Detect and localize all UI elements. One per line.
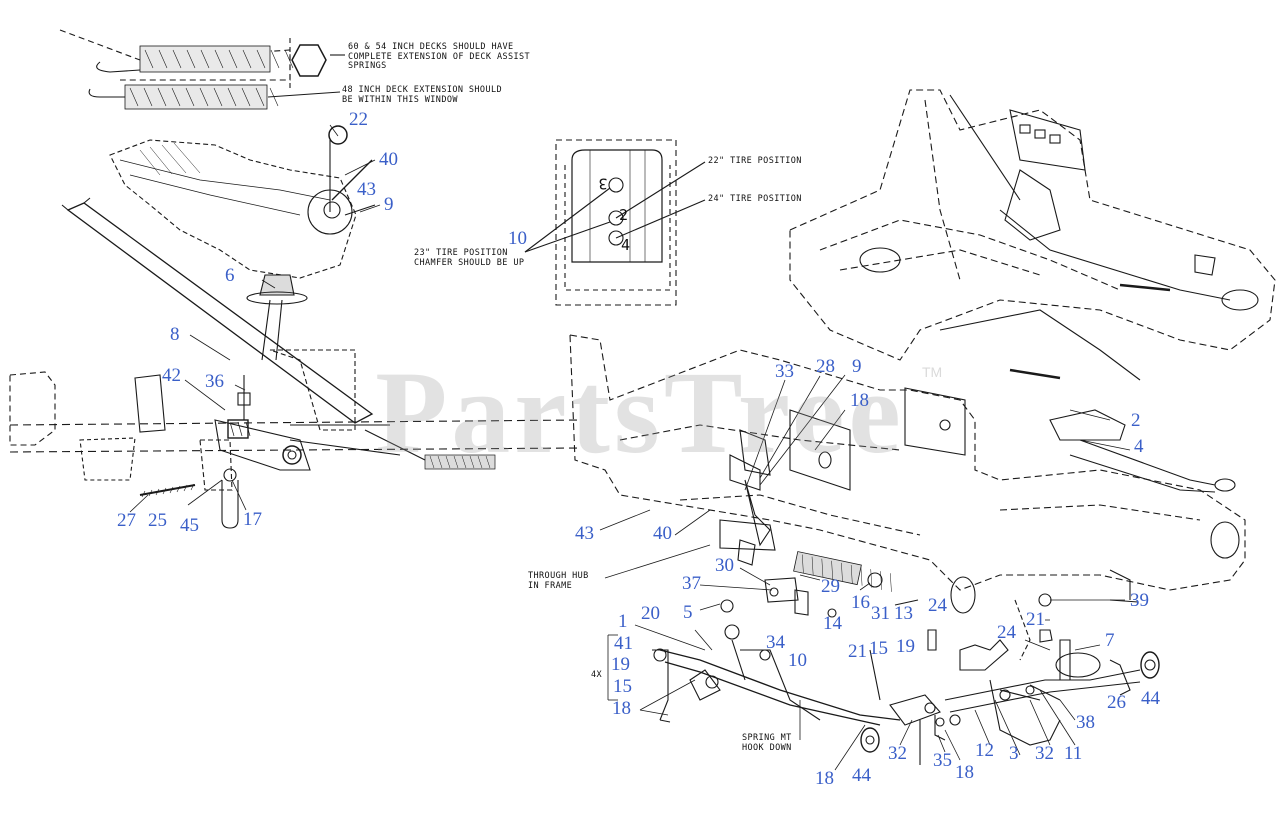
callout-10b: 10 xyxy=(788,650,807,671)
plate-number-3: 3 xyxy=(598,174,608,193)
callout-24a: 24 xyxy=(928,595,947,616)
tractor-frame-upper xyxy=(789,89,1276,361)
callout-29: 29 xyxy=(821,576,840,597)
note-deck-springs: 60 & 54 INCH DECKS SHOULD HAVE COMPLETE … xyxy=(348,42,531,71)
tire-position-plate xyxy=(524,139,706,306)
note-deck-48: 48 INCH DECK EXTENSION SHOULD BE WITHIN … xyxy=(342,85,503,105)
callout-27: 27 xyxy=(117,510,136,531)
callout-22: 22 xyxy=(349,109,368,130)
callout-15a: 15 xyxy=(613,676,632,697)
callout-25: 25 xyxy=(148,510,167,531)
callout-8: 8 xyxy=(170,324,180,345)
plate-number-4: 4 xyxy=(621,236,631,254)
callout-17: 17 xyxy=(243,509,262,530)
callout-21b: 21 xyxy=(848,641,867,662)
callout-43: 43 xyxy=(357,179,376,200)
callout-4: 4 xyxy=(1134,436,1144,457)
callout-3: 3 xyxy=(1009,743,1019,764)
note-tire-24: 24" TIRE POSITION xyxy=(708,194,802,204)
callout-44b: 44 xyxy=(852,765,871,786)
callout-32a: 32 xyxy=(888,743,907,764)
plate-number-2: 2 xyxy=(619,206,629,224)
callout-13: 13 xyxy=(894,603,913,624)
callout-21a: 21 xyxy=(1026,609,1045,630)
tractor-frame-upper-detail xyxy=(859,94,1259,381)
callout-32b: 32 xyxy=(1035,743,1054,764)
callout-2: 2 xyxy=(1131,410,1141,431)
callout-20: 20 xyxy=(641,603,660,624)
callout-12: 12 xyxy=(975,740,994,761)
leader-lines xyxy=(129,124,1131,771)
callout-45: 45 xyxy=(180,515,199,536)
tractor-frame-center xyxy=(569,334,1246,591)
callout-11: 11 xyxy=(1064,743,1083,764)
callout-16: 16 xyxy=(851,592,870,613)
note-spring-hook: SPRING MT HOOK DOWN xyxy=(742,733,792,753)
callout-19a: 19 xyxy=(611,654,630,675)
callout-1: 1 xyxy=(618,611,628,632)
trademark-mark: TM xyxy=(922,364,943,380)
callout-10: 10 xyxy=(508,228,527,249)
callout-40b: 40 xyxy=(653,523,672,544)
callout-7: 7 xyxy=(1105,630,1115,651)
callout-37: 37 xyxy=(682,573,701,594)
callout-35: 35 xyxy=(933,750,952,771)
callout-15b: 15 xyxy=(869,638,888,659)
lift-lever-assembly xyxy=(61,125,376,424)
callout-18c: 18 xyxy=(815,768,834,789)
callout-9: 9 xyxy=(384,194,394,215)
callout-40: 40 xyxy=(379,149,398,170)
callout-26: 26 xyxy=(1107,692,1126,713)
callout-36: 36 xyxy=(205,371,224,392)
left-frame-bracket xyxy=(9,349,581,529)
callout-30: 30 xyxy=(715,555,734,576)
callout-24b: 24 xyxy=(997,622,1016,643)
callout-39: 39 xyxy=(1130,590,1149,611)
lower-linkage xyxy=(652,519,1160,765)
callout-42: 42 xyxy=(162,365,181,386)
note-through-hub: THROUGH HUB IN FRAME xyxy=(528,571,589,591)
callout-34: 34 xyxy=(766,632,785,653)
callout-44a: 44 xyxy=(1141,688,1160,709)
callout-18d: 18 xyxy=(955,762,974,783)
deck-spring-detail xyxy=(59,29,345,110)
callout-18a: 18 xyxy=(850,390,869,411)
note-tire-23: 23" TIRE POSITION CHAMFER SHOULD BE UP xyxy=(414,248,525,268)
callout-33: 33 xyxy=(775,361,794,382)
callout-9b: 9 xyxy=(852,356,862,377)
callout-14: 14 xyxy=(823,613,842,634)
callout-38: 38 xyxy=(1076,712,1095,733)
callout-28: 28 xyxy=(816,356,835,377)
callout-19b: 19 xyxy=(896,636,915,657)
callout-6: 6 xyxy=(225,265,235,286)
callout-43b: 43 xyxy=(575,523,594,544)
note-four-x: 4X xyxy=(591,670,603,680)
callout-5: 5 xyxy=(683,602,693,623)
callout-31: 31 xyxy=(871,603,890,624)
callout-41: 41 xyxy=(614,633,633,654)
tractor-frame-center-detail xyxy=(729,387,1240,614)
note-tire-22: 22" TIRE POSITION xyxy=(708,156,802,166)
callout-18b: 18 xyxy=(612,698,631,719)
